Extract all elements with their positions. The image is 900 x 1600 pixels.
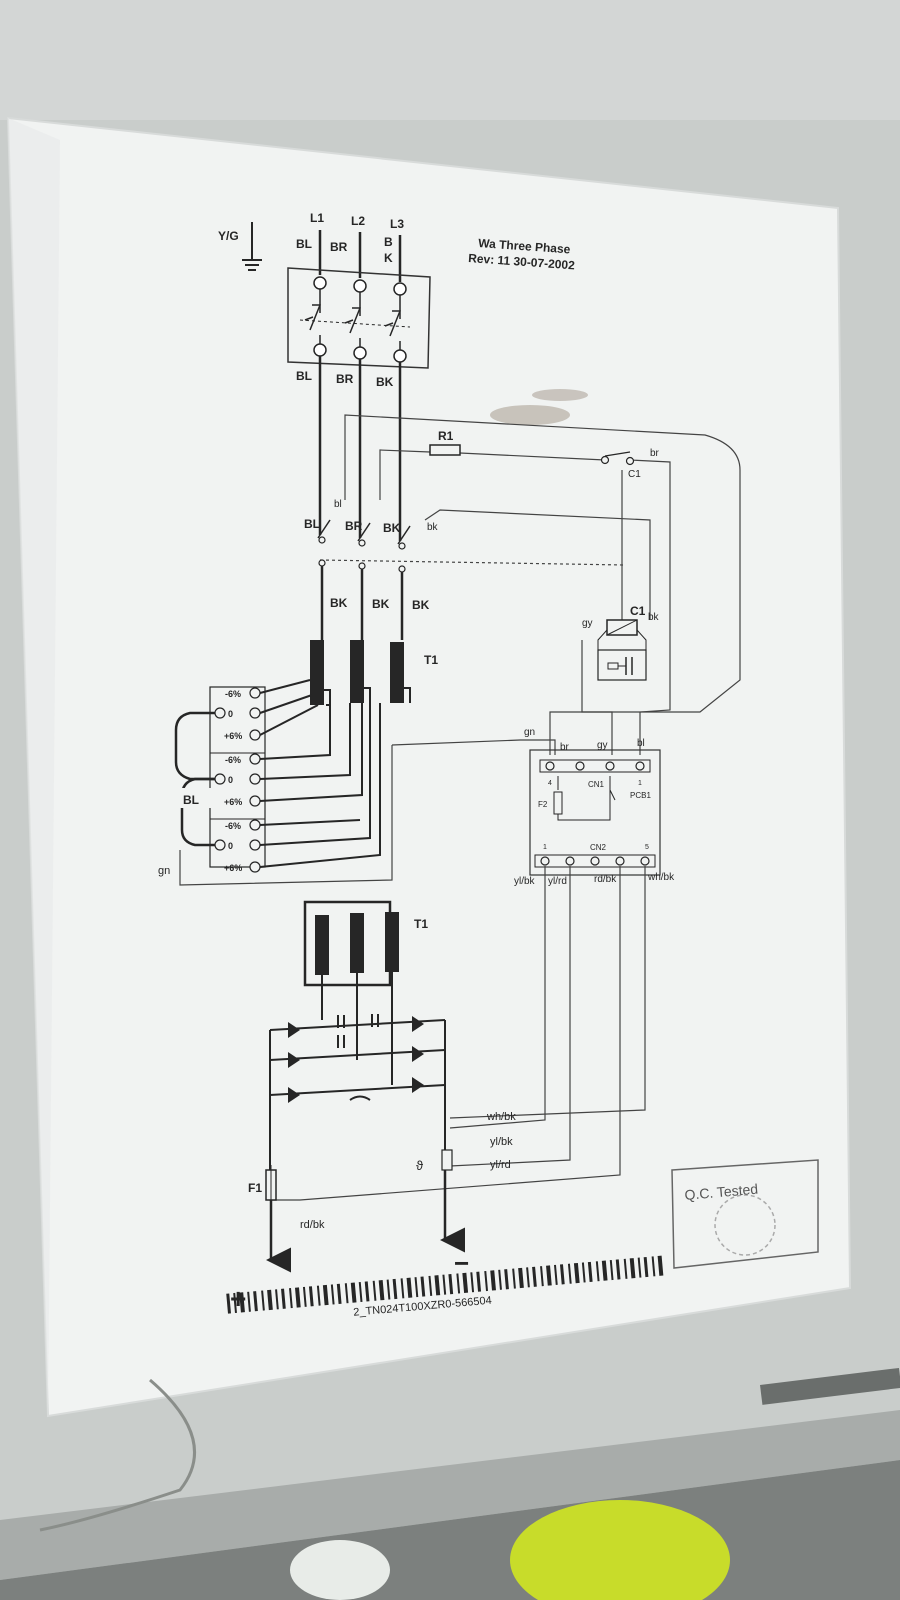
tap-label: 0 bbox=[228, 775, 233, 785]
stain bbox=[490, 405, 570, 425]
contactor: BL BR BK bl bk BK BK BK bbox=[304, 499, 439, 612]
sensor-wire-ylrd: yl/rd bbox=[490, 1159, 511, 1171]
coil-right-wire: bk bbox=[648, 612, 660, 623]
cn2-wire-whbk: wh/bk bbox=[647, 872, 675, 883]
stain bbox=[532, 389, 588, 401]
pcb1: gn br gy bl 4 1 CN1 PCB1 F2 1 5 CN2 yl/b… bbox=[514, 727, 675, 887]
cn2-wire-ylbk: yl/bk bbox=[514, 876, 536, 887]
contactor-aux-bk: bk bbox=[427, 522, 439, 533]
contactor-aux-bl: bl bbox=[334, 499, 342, 510]
line-l2-label: L2 bbox=[351, 214, 365, 228]
yellow-object bbox=[510, 1500, 730, 1600]
tap-label: -6% bbox=[225, 755, 241, 765]
qc-stamp: Q.C. Tested bbox=[671, 1159, 819, 1269]
rectifier-diodes bbox=[288, 1016, 424, 1103]
sensor-symbol: ϑ bbox=[416, 1158, 424, 1173]
contactor-in-1: BL bbox=[304, 517, 320, 531]
cn2-wire-rdbk: rd/bk bbox=[594, 874, 617, 885]
tap-bridge-label: BL bbox=[183, 793, 199, 807]
cn1-wire-bl: bl bbox=[637, 738, 645, 749]
qc-stamp-text: Q.C. Tested bbox=[684, 1181, 759, 1203]
output-minus: − bbox=[454, 1248, 469, 1278]
contactor-out-3: BK bbox=[412, 598, 430, 612]
contactor-in-3: BK bbox=[383, 521, 401, 535]
line-l3-color-1: B bbox=[384, 235, 393, 249]
cn1-wire-gn: gn bbox=[524, 727, 535, 738]
supply-wires bbox=[318, 230, 402, 282]
output-fuse-label: F1 bbox=[248, 1181, 262, 1195]
sensor-wire-whbk: wh/bk bbox=[486, 1111, 516, 1123]
cn2-pin-first: 1 bbox=[543, 844, 547, 851]
transformer-t1-secondary: T1 bbox=[303, 900, 428, 987]
tap-label: 0 bbox=[228, 841, 233, 851]
white-object bbox=[290, 1540, 390, 1600]
tap-label: +6% bbox=[224, 863, 242, 873]
transformer-label: T1 bbox=[424, 653, 438, 667]
tap-label: +6% bbox=[224, 731, 242, 741]
capacitor-contact-c1: C1 br bbox=[600, 448, 660, 480]
temperature-sensor: ϑ wh/bk yl/bk yl/rd bbox=[416, 1111, 516, 1173]
cobweb bbox=[39, 1378, 196, 1532]
tap-label: -6% bbox=[225, 689, 241, 699]
output-section: F1 rd/bk + − bbox=[230, 1165, 469, 1314]
breaker-out-2: BR bbox=[336, 372, 354, 386]
diagram-title: Wa Three Phase bbox=[478, 236, 571, 256]
contact-wire-label: br bbox=[650, 448, 660, 459]
cn2-label: CN2 bbox=[590, 843, 607, 852]
output-fuse-wire: rd/bk bbox=[300, 1219, 325, 1231]
line-l2-color: BR bbox=[330, 240, 348, 254]
ground-symbol: Y/G bbox=[218, 222, 262, 271]
cn1-pin-last: 1 bbox=[638, 780, 642, 787]
contactor-out-1: BK bbox=[330, 596, 348, 610]
cn1-wire-br: br bbox=[560, 742, 570, 753]
tap-label: +6% bbox=[224, 797, 242, 807]
tap-ground-label: gn bbox=[158, 865, 170, 877]
coil-label: C1 bbox=[630, 604, 646, 618]
breaker-out-1: BL bbox=[296, 369, 312, 383]
cn1-pin-first: 4 bbox=[548, 780, 552, 787]
cn1-wire-gy: gy bbox=[597, 740, 608, 751]
paper-sheet bbox=[6, 116, 852, 1418]
secondary-label: T1 bbox=[414, 917, 428, 931]
line-l1-color: BL bbox=[296, 237, 312, 251]
coil-c1: C1 gy bk bbox=[582, 604, 660, 681]
pcb-label: PCB1 bbox=[630, 791, 651, 800]
breaker-out-3: BK bbox=[376, 375, 394, 389]
resistor-r1: R1 bbox=[429, 429, 461, 456]
resistor-label: R1 bbox=[438, 429, 454, 443]
contactor-out-2: BK bbox=[372, 597, 390, 611]
contactor-in-2: BR bbox=[345, 519, 363, 533]
ground-label: Y/G bbox=[218, 229, 239, 243]
line-l3-color-2: K bbox=[384, 251, 393, 265]
cn2-pin-last: 5 bbox=[645, 844, 649, 851]
main-breaker bbox=[287, 267, 431, 369]
coil-left-wire: gy bbox=[582, 618, 593, 629]
contactor-to-transformer-wires bbox=[320, 566, 404, 640]
cn2-wire-ylrd: yl/rd bbox=[548, 876, 567, 887]
pcb-fuse-label: F2 bbox=[538, 800, 548, 809]
tap-label: 0 bbox=[228, 709, 233, 719]
rectifier-bridge bbox=[269, 972, 446, 1185]
cn1-label: CN1 bbox=[588, 780, 605, 789]
tap-label: -6% bbox=[225, 821, 241, 831]
line-l1-label: L1 bbox=[310, 211, 324, 225]
control-wires bbox=[179, 414, 741, 886]
sensor-wire-ylbk: yl/bk bbox=[490, 1136, 513, 1148]
contact-label: C1 bbox=[628, 469, 641, 480]
tap-block: -6% 0 +6% -6% 0 +6% -6% 0 +6% BL gn bbox=[158, 679, 381, 877]
line-l3-label: L3 bbox=[390, 217, 404, 231]
transformer-t1-primary: T1 bbox=[310, 640, 438, 706]
wall-top-shade bbox=[0, 0, 900, 120]
breaker-to-contactor-wires bbox=[318, 356, 402, 541]
